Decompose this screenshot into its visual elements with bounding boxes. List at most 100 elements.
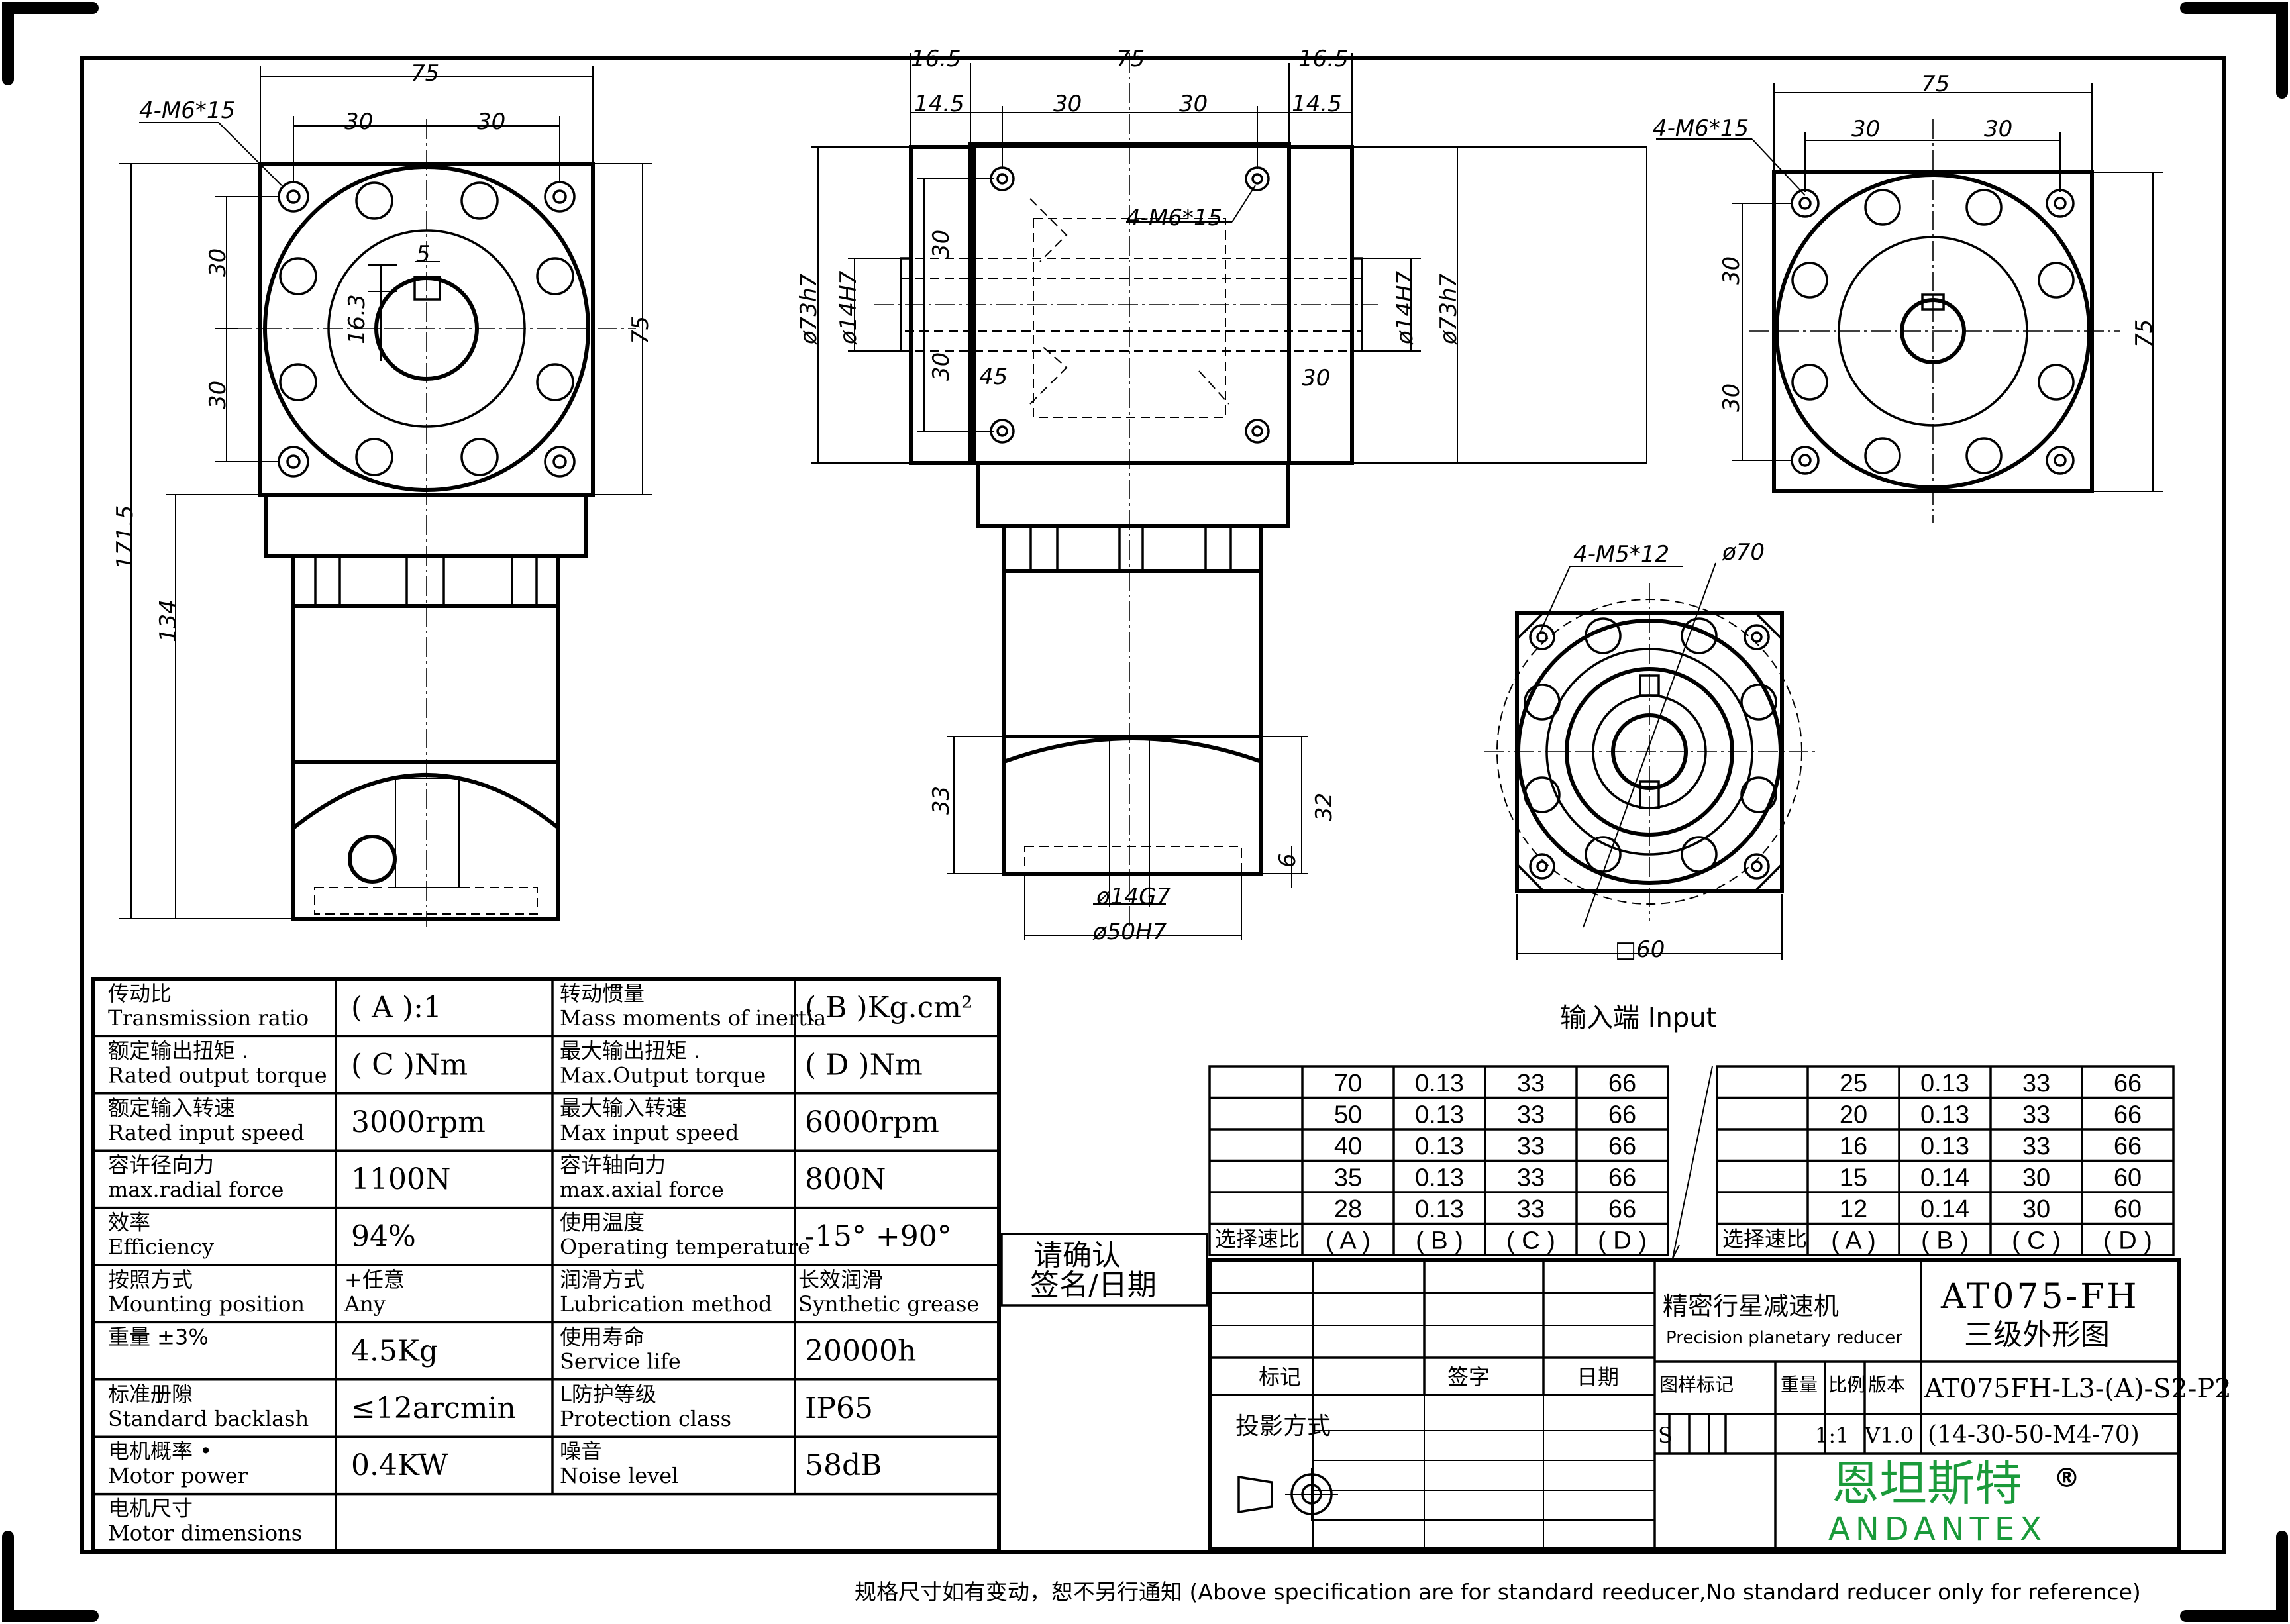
tb-scale: 比例 xyxy=(1828,1374,1865,1396)
spec-label-en-3-0: max.radial force xyxy=(108,1177,284,1202)
spec-label-cn-9-0: 电机尺寸 xyxy=(108,1496,193,1521)
center-dia-left-inner: ø14H7 xyxy=(835,270,862,345)
ratio_right-cell-0-2: 33 xyxy=(2022,1070,2050,1097)
center-view: 16.5 75 16.5 14.5 30 30 14.5 4-M6*15 ø73… xyxy=(796,46,1647,945)
ratio_right-footer-0: ( A ) xyxy=(1831,1227,1876,1255)
left-key-width: 5 xyxy=(416,241,431,268)
spec-value-7-1: IP65 xyxy=(805,1392,873,1425)
spec-label-cn-0-0: 传动比 xyxy=(108,981,172,1006)
ratio_left-cell-4-2: 33 xyxy=(1517,1195,1545,1223)
ratio_right-cell-2-1: 0.13 xyxy=(1920,1133,1969,1160)
confirm-line1: 请确认 xyxy=(1033,1239,1121,1272)
ratio_left-cell-4-3: 66 xyxy=(1608,1195,1636,1223)
product-name-en: Precision planetary reducer xyxy=(1666,1328,1902,1348)
center-dim-16-5-left: 16.5 xyxy=(911,46,961,72)
ratio_left-cell-3-2: 33 xyxy=(1517,1164,1545,1192)
ratio_right-cell-1-2: 33 xyxy=(2022,1101,2050,1129)
spec-label-en-3-1: max.axial force xyxy=(560,1177,724,1202)
sheet-border xyxy=(80,56,2226,1554)
left-key-height: 16.3 xyxy=(344,294,370,344)
spec-value-3-1: 800N xyxy=(805,1162,886,1196)
left-dim-75-top: 75 xyxy=(411,60,439,87)
spec-value-2-0: 3000rpm xyxy=(351,1105,486,1139)
spec-label-cn-7-0: 标准册隙 xyxy=(108,1382,193,1407)
spec-label-cn-6-0: 重量 ±3% xyxy=(108,1324,209,1349)
left-dim-30-c: 30 xyxy=(205,248,231,277)
ratio_left-cell-3-0: 35 xyxy=(1334,1164,1362,1192)
left-view: 75 30 30 4-M6*15 5 30 30 16.3 75 171.5 1… xyxy=(112,60,654,927)
footer-note: 规格尺寸如有变动，恕不另行通知 (Above specification are… xyxy=(855,1579,2141,1605)
ratio_left-footer-2: ( C ) xyxy=(1506,1227,1555,1255)
center-dia-left-outer: ø73h7 xyxy=(796,273,822,345)
input-square: □60 xyxy=(1615,937,1665,963)
center-dim-30-e: 30 xyxy=(1302,365,1330,391)
spec-label-en-7-1: Protection class xyxy=(560,1406,731,1431)
tb-version-val: V1.0 xyxy=(1864,1423,1914,1448)
tb-part-sub: (14-30-50-M4-70) xyxy=(1928,1421,2140,1448)
input-view: 4-M5*12 ø70 □60 输入端 Input xyxy=(1484,539,1815,1033)
center-dim-14-5-right: 14.5 xyxy=(1292,91,1342,117)
spec-label-en-2-1: Max input speed xyxy=(560,1120,739,1145)
left-dim-30-d: 30 xyxy=(205,381,231,409)
confirm-box: 请确认 签名/日期 xyxy=(1000,1233,1208,1307)
center-dim-16-5-right: 16.5 xyxy=(1298,46,1349,72)
spec-label-en-8-1: Noise level xyxy=(560,1463,678,1488)
spec-label-en-1-1: Max.Output torque xyxy=(560,1062,766,1088)
ratio_left-cell-3-3: 66 xyxy=(1608,1164,1636,1192)
center-dim-30-d: 30 xyxy=(928,352,955,381)
tb-scale-val: 1:1 xyxy=(1815,1423,1849,1448)
right-dim-30-a: 30 xyxy=(1851,116,1880,142)
spec-value-7-0: ≤12arcmin xyxy=(351,1392,516,1425)
center-dia-right-outer: ø73h7 xyxy=(1435,273,1462,345)
spec-label-cn-0-1: 转动惯量 xyxy=(560,981,645,1006)
ratio_left-cell-1-3: 66 xyxy=(1608,1101,1636,1129)
ratio_left-cell-1-0: 50 xyxy=(1334,1101,1362,1129)
spec-value-5-1: 长效润滑 xyxy=(798,1267,883,1292)
center-dim-75: 75 xyxy=(1116,46,1145,72)
spec-label-en-8-0: Motor power xyxy=(108,1463,248,1488)
center-dim-45: 45 xyxy=(979,364,1008,390)
ratio_right-cell-1-3: 66 xyxy=(2114,1101,2142,1129)
ratio_right-cell-4-0: 12 xyxy=(1840,1195,1867,1223)
right-dim-30-b: 30 xyxy=(1984,116,2012,142)
ratio_right-cell-1-0: 20 xyxy=(1840,1101,1867,1129)
projection-symbol xyxy=(1237,1468,1338,1521)
svg-text:恩坦斯特: 恩坦斯特 xyxy=(1832,1456,2022,1511)
center-hole-note: 4-M6*15 xyxy=(1126,205,1222,231)
ratio_right-cell-3-0: 15 xyxy=(1840,1164,1867,1192)
tb-version: 版本 xyxy=(1868,1374,1905,1396)
spec-label-cn-1-0: 额定输出扭矩 . xyxy=(108,1038,248,1063)
left-dim-30-b: 30 xyxy=(477,109,505,135)
ratio_right-cell-3-1: 0.14 xyxy=(1920,1164,1969,1192)
spec-value-2-1: 6000rpm xyxy=(805,1105,939,1139)
title-block: 精密行星减速机 Precision planetary reducer AT07… xyxy=(1208,1258,2232,1551)
svg-text:ANDANTEX: ANDANTEX xyxy=(1828,1511,2047,1548)
tb-sample-mark: 图样标记 xyxy=(1659,1374,1734,1396)
spec-label-cn-3-0: 容许径向力 xyxy=(108,1152,214,1178)
spec-value-8-0: 0.4KW xyxy=(351,1448,448,1482)
ratio_right-cell-3-2: 30 xyxy=(2022,1164,2050,1192)
spec-value-1-1: ( D )Nm xyxy=(805,1048,923,1082)
center-dim-30-c: 30 xyxy=(928,230,955,258)
spec-value-5-0: +任意 xyxy=(344,1267,405,1292)
spec-label-cn-2-1: 最大输入转速 xyxy=(560,1095,687,1121)
center-dim-33: 33 xyxy=(928,786,955,815)
spec-label-en-9-0: Motor dimensions xyxy=(108,1521,302,1546)
left-dim-75-side: 75 xyxy=(627,316,654,344)
center-dim-6: 6 xyxy=(1275,853,1301,868)
ratio_left-cell-2-0: 40 xyxy=(1334,1133,1362,1160)
input-pcd: ø70 xyxy=(1722,539,1765,566)
spec-label-en-1-0: Rated output torque xyxy=(108,1062,327,1088)
ratio_left-cell-0-2: 33 xyxy=(1517,1070,1545,1097)
right-hole-note: 4-M6*15 xyxy=(1653,115,1749,142)
ratio_left-footer-1: ( B ) xyxy=(1416,1227,1463,1255)
tb-s: S xyxy=(1658,1423,1673,1448)
product-name-cn: 精密行星减速机 xyxy=(1663,1292,1839,1321)
spec-value-sub-5-0: Any xyxy=(344,1292,386,1317)
spec-value-0-0: ( A ):1 xyxy=(351,991,442,1025)
spec-value-8-1: 58dB xyxy=(805,1448,882,1482)
